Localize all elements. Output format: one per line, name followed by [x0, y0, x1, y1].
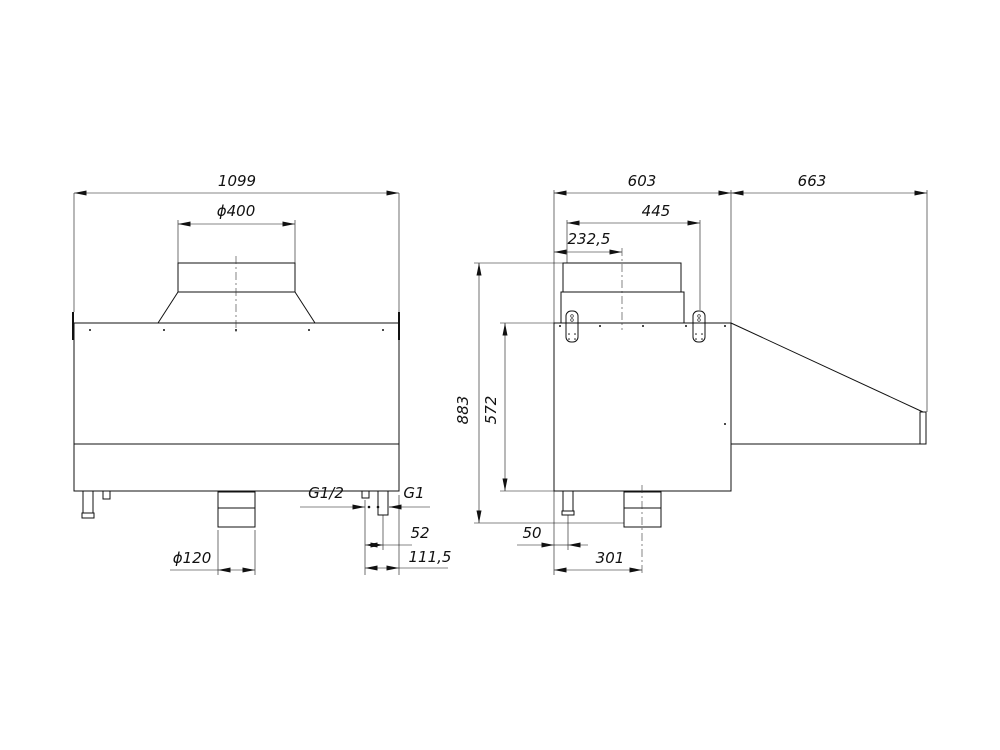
dim-label: ϕ400	[217, 202, 256, 220]
dim-label: ϕ120	[173, 549, 212, 567]
dim-label: 50	[522, 524, 541, 542]
body-outline	[553, 322, 732, 492]
exhaust-collar	[560, 262, 685, 324]
dim-label: 301	[596, 549, 625, 567]
bottom-fittings	[81, 490, 389, 528]
mounting-bracket	[692, 310, 706, 343]
dim-pipe-offset: 50	[517, 491, 588, 575]
dim-collar-span: 445	[566, 202, 701, 310]
dim-label: G1/2	[308, 484, 344, 502]
side-view: 603 663 445 232,5 883 572 50 301	[454, 172, 928, 575]
dim-label: 111,5	[409, 548, 452, 566]
dim-label: 572	[482, 396, 500, 425]
dim-label: 1099	[218, 172, 256, 190]
dim-body-height: 572	[482, 322, 554, 492]
dim-outlet-dia: ϕ400	[177, 202, 296, 263]
dim-width: 1099	[73, 172, 400, 312]
dim-label: 52	[410, 524, 429, 542]
hood	[730, 322, 927, 445]
dim-drain-dia: ϕ120	[170, 530, 256, 575]
dim-depth: 603	[553, 172, 732, 323]
dim-drain-offset: 301	[554, 549, 642, 573]
dim-hood: 663	[731, 172, 928, 412]
dim-total-height: 883	[454, 262, 624, 524]
dim-label: 663	[798, 172, 827, 190]
front-view: 1099 ϕ400 ϕ120 G1/2 G1 52 111,5	[72, 172, 451, 575]
dim-label: 445	[642, 202, 671, 220]
mounting-bracket	[565, 310, 579, 343]
dim-label: 603	[628, 172, 657, 190]
dim-label: G1	[403, 484, 424, 502]
dim-label: 883	[454, 396, 472, 425]
dim-collar-center: 232,5	[554, 230, 622, 255]
dim-label: 232,5	[568, 230, 611, 248]
body-outline	[73, 322, 400, 492]
dim-fittings: G1/2 G1 52 111,5	[300, 484, 451, 575]
exhaust-collar	[157, 262, 316, 324]
